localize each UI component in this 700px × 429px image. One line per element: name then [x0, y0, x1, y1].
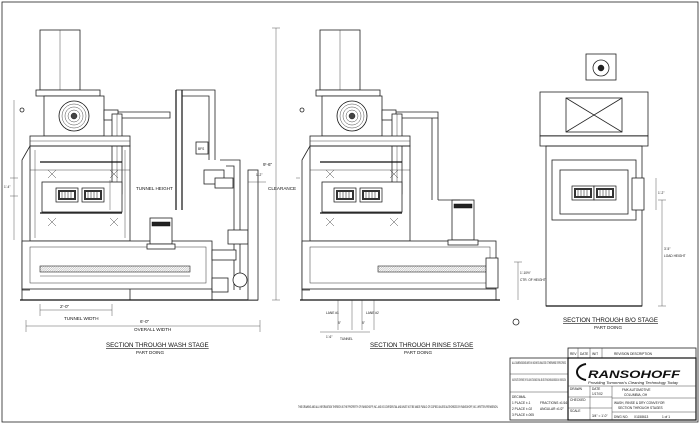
pump-tag: BFS	[198, 147, 204, 151]
bo-section-subtitle: PART DOING	[594, 325, 623, 330]
company-tagline: Providing Tomorrow's Cleaning Technology…	[588, 381, 679, 385]
lane-1-label: LANE #1	[326, 311, 339, 315]
checked-label: CHECKED	[570, 398, 586, 402]
wash-conveyor-lane-2	[81, 187, 105, 203]
wash-blower-fan	[58, 100, 90, 132]
load-height-value: 3'-5"	[664, 247, 670, 251]
notes-fractions: FRACTIONS ±1/16	[540, 401, 567, 405]
overall-height-value: 9'-6"	[263, 162, 273, 167]
overall-width-label: OVERALL WIDTH	[134, 327, 171, 332]
ransohoff-logo: RANSOHOFF Providing Tomorrow's Cleaning …	[576, 363, 680, 385]
wash-stage-view: BFS 1'-4" TUNNEL HEIGHT 9'-6" CLEARANCE …	[4, 27, 296, 355]
bo-conveyor-lane-1	[571, 185, 595, 201]
load-height-label: LOAD HEIGHT	[664, 254, 686, 258]
wash-section-subtitle: PART DOING	[136, 350, 165, 355]
clearance-value: 1'-2"	[256, 173, 262, 177]
wash-valve-box	[195, 141, 209, 155]
wash-tank	[21, 240, 213, 290]
bo-conveyor-lane-2	[593, 185, 617, 201]
conveyor-height-label: CTR. OF HEIGHT	[520, 278, 546, 282]
lane-spacing-right: 5"	[362, 321, 365, 325]
bo-stage-view: 3'-5" LOAD HEIGHT 1'-2" SECTION THROUGH …	[539, 53, 686, 330]
wash-conveyor-lane-1	[55, 187, 79, 203]
notes-angular: ANGULAR ±1/2°	[540, 407, 564, 411]
rinse-conveyor-lane-1	[333, 187, 357, 203]
company-name: RANSOHOFF	[588, 369, 680, 381]
notes-decimal-header: DECIMAL	[512, 395, 526, 399]
drawing-title-line-1: WASH, RINSE & DRY CONVEYOR	[614, 401, 665, 405]
rinse-blower-fan	[336, 100, 368, 132]
notes-decimal-1: 1 PLACE ±.1	[512, 401, 531, 405]
lane-2-label: LANE #2	[366, 311, 379, 315]
title-block: RANSOHOFF Providing Tomorrow's Cleaning …	[567, 357, 697, 421]
rev-header: REV	[570, 352, 577, 356]
rev-date-header: DATE	[580, 352, 588, 356]
conveyor-height-value: 1'-10½"	[520, 271, 531, 275]
notes-decimal-3: 3 PLACE ±.005	[512, 413, 534, 417]
notes-dims-header: ALL DIMENSIONS ARE IN INCHES UNLESS OTHE…	[512, 361, 566, 365]
rinse-tunnel-label: TUNNEL	[340, 337, 353, 341]
scale-value: 3/4" = 1'-0"	[592, 414, 608, 418]
general-notes: ALL DIMENSIONS ARE IN INCHES UNLESS OTHE…	[298, 357, 569, 421]
customer-location: COLUMBIA, OH	[624, 393, 648, 397]
rev-init-header: INIT	[592, 352, 598, 356]
sheet-value: 1 of 1	[662, 415, 670, 419]
date-label: DATE	[592, 387, 600, 391]
wash-tunnel-height-label: TUNNEL HEIGHT	[136, 186, 173, 191]
overall-width-value: 6'-0"	[140, 319, 150, 324]
tunnel-width-value: 2'-0"	[60, 304, 70, 309]
scale-label: SCALE	[570, 409, 580, 413]
dwg-no-label: DWG NO.	[614, 415, 628, 419]
rinse-section-title: SECTION THROUGH RINSE STAGE	[370, 342, 473, 349]
drawn-label: DRAWN	[570, 387, 583, 391]
notes-decimal-2: 2 PLACE ±.02	[512, 407, 532, 411]
revision-block: REV DATE INIT REVISION DESCRIPTION	[567, 347, 697, 359]
wash-section-title: SECTION THROUGH WASH STAGE	[106, 342, 209, 349]
rev-description-header: REVISION DESCRIPTION	[614, 352, 653, 356]
customer-name: FMK AUTOMOTIVE	[622, 388, 650, 392]
rinse-tunnel-value: 1'-6"	[326, 335, 332, 339]
tunnel-width-label: TUNNEL WIDTH	[64, 316, 99, 321]
rinse-section-subtitle: PART DOING	[404, 350, 433, 355]
clearance-label: CLEARANCE	[268, 186, 296, 191]
lane-spacing-left: 5"	[338, 321, 341, 325]
proprietary-note: THIS DRAWING AND ALL INFORMATION THEREON…	[298, 405, 498, 409]
notes-tolerance: UNLESS NOTED OTHERWISE, THE FOLLOWING TO…	[512, 378, 566, 382]
wash-tunnel-height-value: 1'-4"	[4, 185, 10, 189]
date-value: 1/17/02	[592, 392, 603, 396]
rinse-conveyor-lane-2	[359, 187, 383, 203]
bo-section-title: SECTION THROUGH B/O STAGE	[563, 317, 658, 324]
rinse-stage-view: 1'-10½" CTR. OF HEIGHT LANE #1 LANE #2 5…	[296, 29, 546, 355]
bo-height-value: 1'-2"	[658, 191, 664, 195]
drawing-number: X1158613	[634, 415, 649, 419]
drawing-title-line-2: SECTION THROUGH STAGES	[618, 406, 663, 410]
rinse-tank	[301, 240, 497, 290]
